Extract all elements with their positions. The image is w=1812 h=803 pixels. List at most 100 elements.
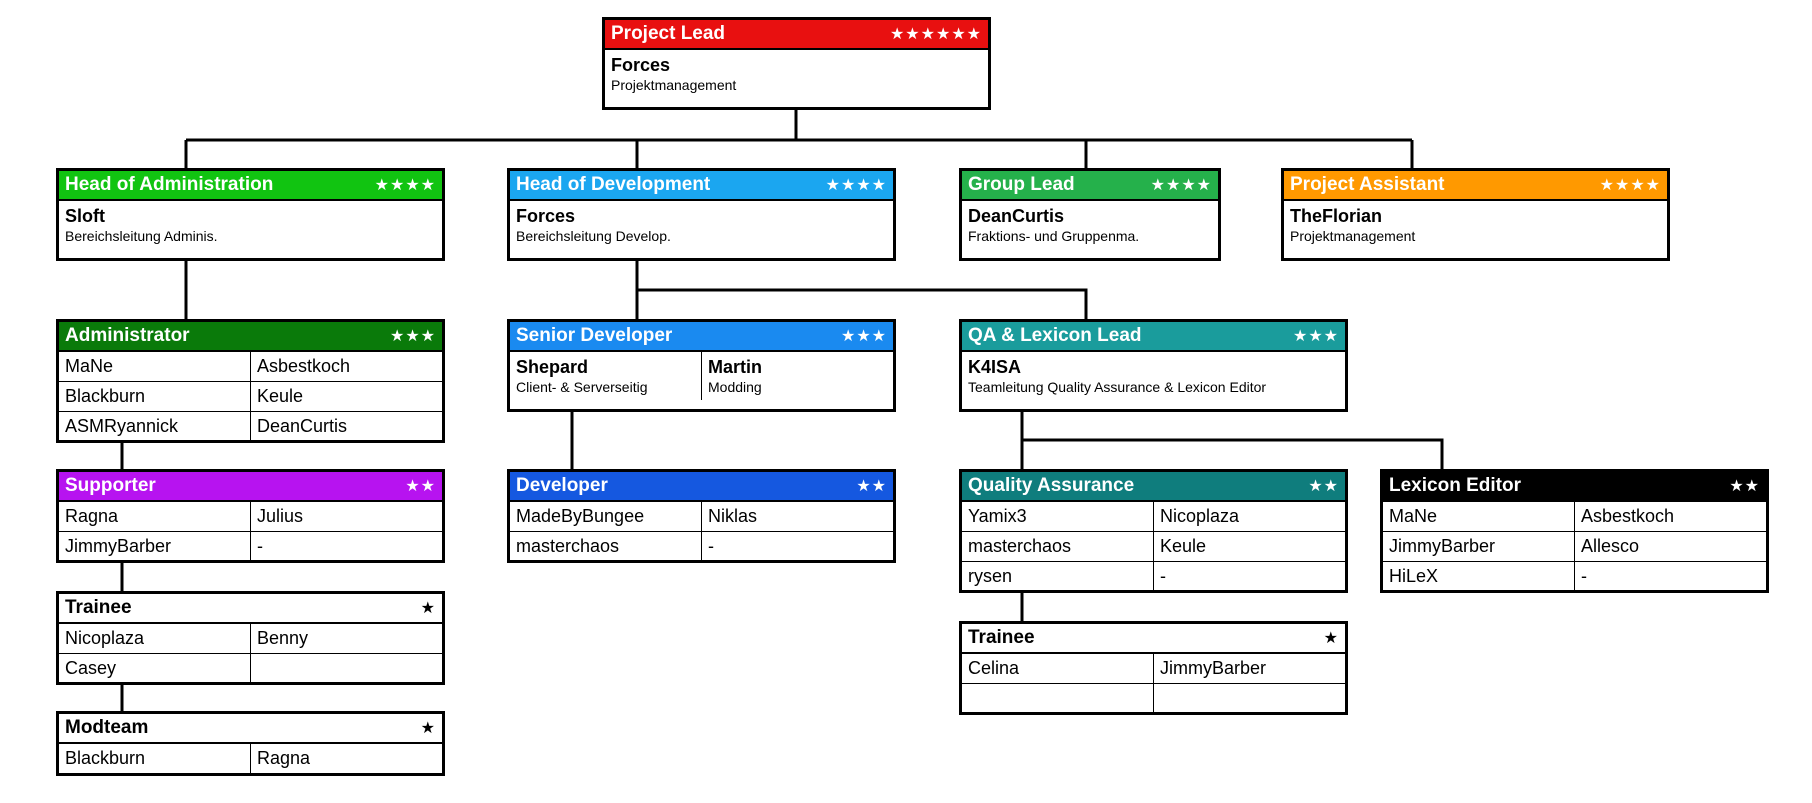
rank-stars-icon: ★★★★ [825,177,887,194]
group-lead-name: DeanCurtis [968,206,1065,226]
quality-assurance-header: Quality Assurance ★★ [962,472,1345,502]
head-dev-box: Head of Development ★★★★ Forces Bereichs… [507,168,896,261]
project-assistant-box: Project Assistant ★★★★ TheFlorian Projek… [1281,168,1670,261]
rank-stars-icon: ★★ [1308,478,1339,495]
member-cell: Yamix3 [968,506,1027,526]
person-name: Shepard [516,357,589,377]
rank-stars-icon: ★★★ [840,328,887,345]
qa-lead-header: QA & Lexicon Lead ★★★ [962,322,1345,352]
member-cell: Casey [65,658,117,678]
person-role: Modding [708,379,762,395]
member-cell: Keule [250,382,442,411]
trainee-admin-header: Trainee ★ [59,594,442,624]
project-assistant-header: Project Assistant ★★★★ [1284,171,1667,201]
rank-stars-icon: ★★ [405,478,436,495]
table-row: Yamix3 Nicoplaza [962,502,1345,531]
supporter-title: Supporter [65,475,156,496]
head-admin-role: Bereichsleitung Adminis. [65,228,218,244]
trainee-qa-header: Trainee ★ [962,624,1345,654]
project-lead-name: Forces [611,55,671,75]
rank-stars-icon: ★★★★★★ [889,26,982,43]
member-cell: - [250,532,442,561]
member-cell: rysen [968,566,1013,586]
table-row: masterchaos- [510,531,893,561]
member-cell: Blackburn [65,748,146,768]
group-lead-box: Group Lead ★★★★ DeanCurtis Fraktions- un… [959,168,1221,261]
group-lead-header: Group Lead ★★★★ [962,171,1218,201]
head-dev-name: Forces [516,206,576,226]
qa-lead-title: QA & Lexicon Lead [968,325,1142,346]
table-row: Blackburn Keule [59,381,442,411]
modteam-box: Modteam ★ Blackburn Ragna [56,711,445,776]
rank-stars-icon: ★ [420,720,436,737]
connector-dev-bus [635,260,1088,320]
head-admin-title: Head of Administration [65,174,274,195]
group-lead-role: Fraktions- und Gruppenma. [968,228,1140,244]
member-cell: masterchaos [968,536,1072,556]
member-cell: Allesco [1574,532,1766,561]
project-assistant-role: Projektmanagement [1290,228,1416,244]
quality-assurance-title: Quality Assurance [968,475,1135,496]
senior-dev-person: Martin Modding [701,352,893,400]
member-cell: Nicoplaza [1153,502,1345,531]
member-cell: JimmyBarber [65,536,172,556]
member-cell: Blackburn [65,386,146,406]
quality-assurance-box: Quality Assurance ★★ Yamix3 Nicoplaza mas… [959,469,1348,593]
member-cell [250,654,442,683]
member-cell: - [701,532,893,561]
developer-header: Developer ★★ [510,472,893,502]
member-cell: MaNe [65,356,114,376]
project-assistant-title: Project Assistant [1290,174,1445,195]
member-cell: Niklas [701,502,893,531]
member-cell: ASMRyannick [65,416,179,436]
modteam-members: Blackburn Ragna [59,744,442,773]
group-lead-title: Group Lead [968,174,1075,195]
table-row: HiLeX - [1383,561,1766,591]
table-row: rysen- [962,561,1345,591]
head-dev-header: Head of Development ★★★★ [510,171,893,201]
member-cell: DeanCurtis [250,412,442,441]
member-cell: - [1574,562,1766,591]
member-cell: HiLeX [1389,566,1439,586]
head-admin-box: Head of Administration ★★★★ Sloft Bereic… [56,168,445,261]
rank-stars-icon: ★★★ [389,328,436,345]
senior-dev-box: Senior Developer ★★★ Shepard Client- & S… [507,319,896,412]
member-cell: Ragna [250,744,442,773]
qa-lead-name: K4ISA [968,357,1022,377]
table-row [962,683,1345,713]
modteam-header: Modteam ★ [59,714,442,744]
rank-stars-icon: ★ [420,600,436,617]
senior-dev-person: Shepard Client- & Serverseitig [510,352,701,400]
rank-stars-icon: ★★★★ [374,177,436,194]
administrator-title: Administrator [65,325,190,346]
rank-stars-icon: ★ [1323,630,1339,647]
project-lead-title: Project Lead [611,23,726,44]
member-cell: Celina [968,658,1020,678]
head-dev-role: Bereichsleitung Develop. [516,228,671,244]
member-cell [1153,684,1345,713]
member-cell: Asbestkoch [1574,502,1766,531]
project-lead-box: Project Lead ★★★★★★ Forces Projektmanage… [602,17,991,110]
head-admin-name: Sloft [65,206,105,226]
head-dev-title: Head of Development [516,174,711,195]
trainee-qa-title: Trainee [968,627,1035,648]
lexicon-editor-header: Lexicon Editor ★★ [1383,472,1766,502]
senior-dev-people: Shepard Client- & Serverseitig Martin Mo… [510,352,893,400]
table-row: JimmyBarber - [59,531,442,561]
member-cell: Nicoplaza [65,628,145,648]
